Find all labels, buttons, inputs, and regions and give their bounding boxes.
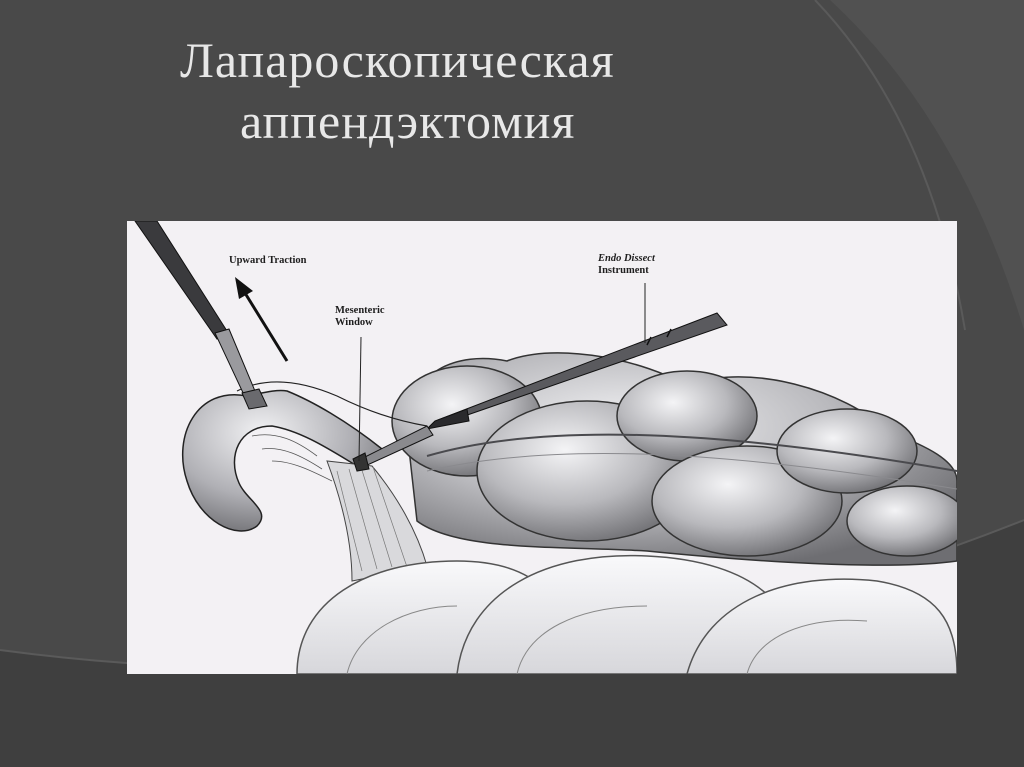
endo-dissect-instrument [352, 312, 728, 472]
illustration-panel: Upward Traction Mesenteric Window Endo D… [127, 221, 957, 674]
small-bowel-loops [296, 554, 957, 674]
label-mesenteric-line1: Mesenteric [335, 305, 385, 316]
label-mesenteric-line2: Window [335, 317, 373, 329]
label-endo-line1: Endo Dissect [598, 253, 655, 264]
cecum-mass [391, 352, 957, 566]
grasper-instrument [134, 221, 268, 410]
title-line-2: аппендэктомия [240, 93, 576, 149]
label-endo-line2: Instrument [598, 265, 649, 277]
leader-lines [358, 283, 646, 462]
label-endo-dissect: Endo Dissect Instrument [598, 253, 655, 278]
slide-title: Лапароскопическая аппендэктомия [180, 30, 800, 152]
label-upward-traction: Upward Traction [229, 255, 307, 266]
title-line-1: Лапароскопическая [180, 32, 615, 88]
appendectomy-illustration [134, 221, 957, 674]
label-mesenteric-window: Mesenteric Window [335, 305, 385, 330]
upward-traction-arrow [235, 277, 289, 362]
appendix [182, 381, 428, 532]
